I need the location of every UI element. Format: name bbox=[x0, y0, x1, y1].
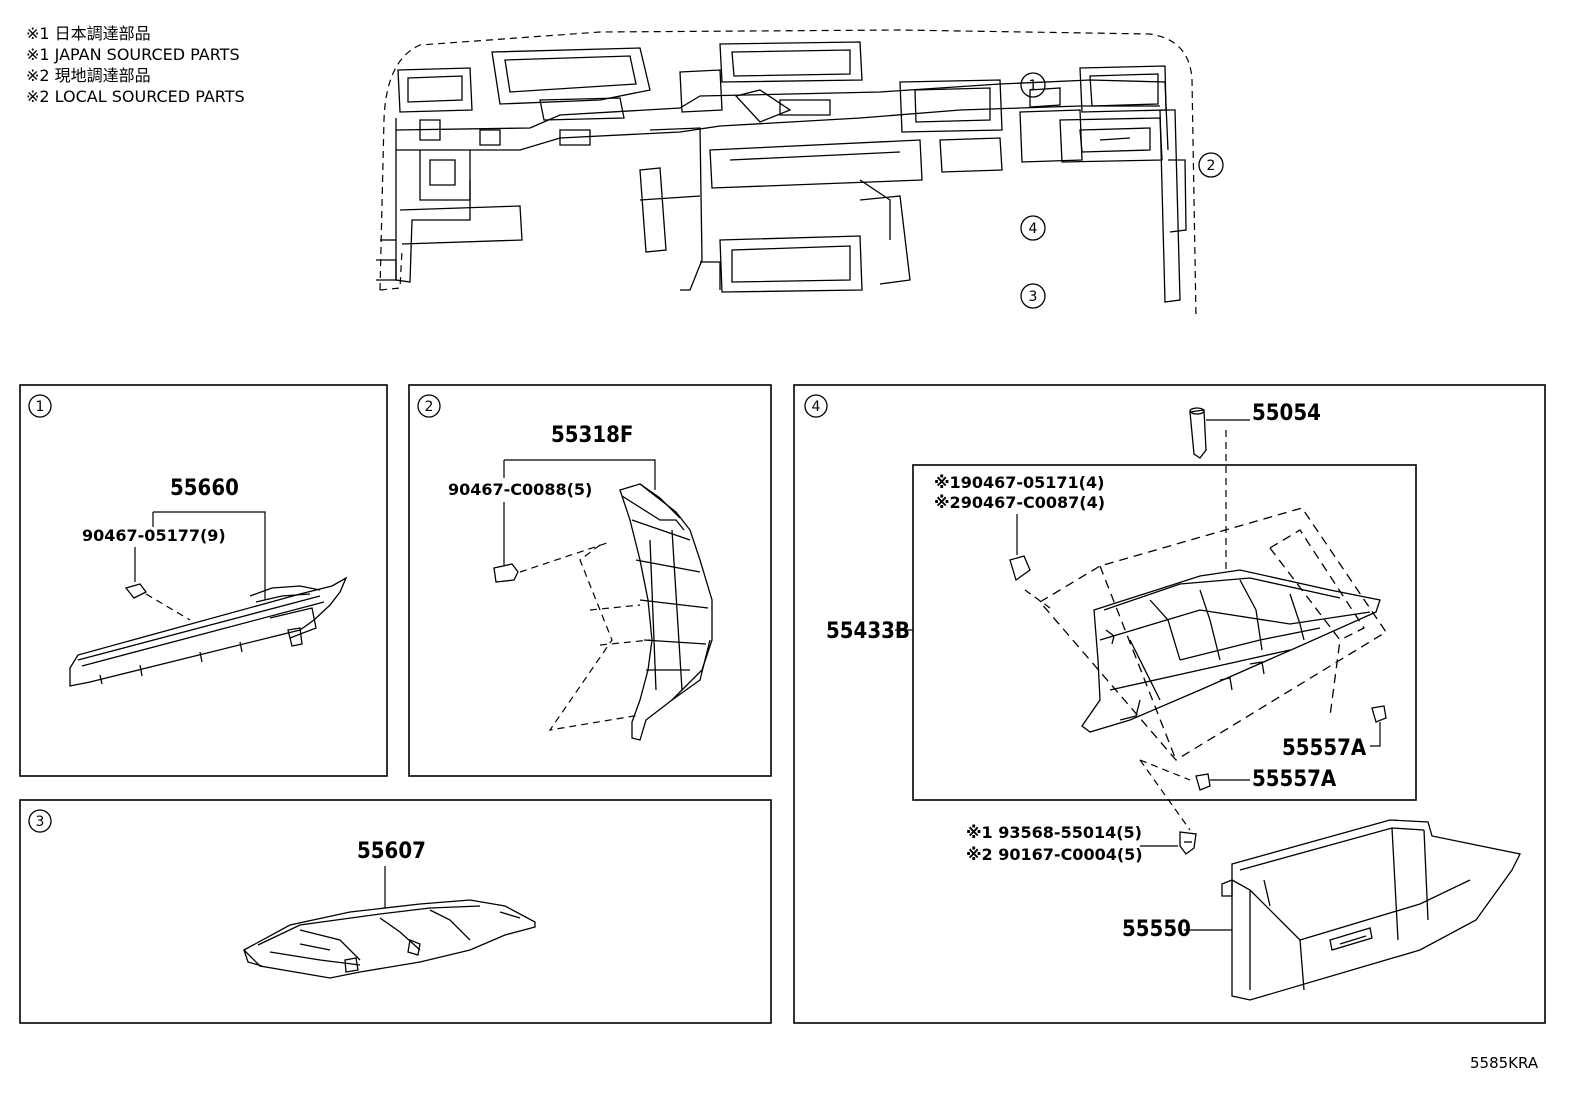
callout-2[interactable]: 2 bbox=[1198, 152, 1224, 178]
clip-90467-C0087-label[interactable]: ※290467-C0087(4) bbox=[934, 493, 1105, 512]
part-55550-label[interactable]: 55550 bbox=[1122, 917, 1191, 942]
instrument-panel-overview bbox=[376, 29, 1197, 319]
note-line-2: ※1 JAPAN SOURCED PARTS bbox=[26, 45, 240, 64]
panel-1-index bbox=[28, 394, 52, 418]
clip-90467-05177-label[interactable]: 90467-05177(9) bbox=[82, 526, 226, 545]
diagram-code: 5585KRA bbox=[1470, 1054, 1539, 1072]
sourcing-notes: ※1 日本調達部品 ※1 JAPAN SOURCED PARTS ※2 現地調達… bbox=[26, 24, 245, 106]
callout-1[interactable]: 1 bbox=[1020, 72, 1046, 98]
clip-90467-C0088-label[interactable]: 90467-C0088(5) bbox=[448, 480, 592, 499]
panel-2-index bbox=[417, 394, 441, 418]
svg-text:1: 1 bbox=[36, 399, 45, 415]
clip-90467-05171-label[interactable]: ※190467-05171(4) bbox=[934, 473, 1104, 492]
panel-3-index bbox=[28, 809, 52, 833]
svg-text:3: 3 bbox=[1029, 289, 1038, 305]
clip-icon-2 bbox=[493, 563, 519, 583]
panel-4-index bbox=[804, 394, 828, 418]
panel-4: 4 55054 ※190467-05171(4) ※290467-C0087(4… bbox=[793, 384, 1546, 1024]
panel-2: 2 55318F 90467-C0088(5) bbox=[408, 384, 772, 777]
svg-text:2: 2 bbox=[1207, 158, 1216, 174]
side-cover-55318F-drawing bbox=[619, 483, 713, 741]
note-line-1: ※1 日本調達部品 bbox=[26, 24, 151, 43]
svg-text:4: 4 bbox=[812, 399, 821, 415]
panel-3: 3 55607 bbox=[19, 799, 772, 1024]
callout-3[interactable]: 3 bbox=[1020, 283, 1046, 309]
svg-text:2: 2 bbox=[425, 399, 434, 415]
clip-icon-3 bbox=[1009, 555, 1031, 582]
stopper-icon-1 bbox=[1371, 705, 1387, 723]
svg-text:3: 3 bbox=[36, 814, 45, 830]
part-55660-label[interactable]: 55660 bbox=[170, 476, 239, 501]
screw-icon bbox=[1179, 831, 1197, 855]
part-55433B-label[interactable]: 55433B bbox=[826, 619, 910, 644]
note-line-3: ※2 現地調達部品 bbox=[26, 66, 151, 85]
garnish-55660-drawing bbox=[69, 576, 348, 687]
part-55607-label[interactable]: 55607 bbox=[357, 839, 426, 864]
svg-text:4: 4 bbox=[1029, 221, 1038, 237]
glove-box-door-55550-drawing bbox=[1221, 819, 1521, 1001]
panel-1: 1 55660 90467-05177(9) bbox=[19, 384, 388, 777]
part-55318F-label[interactable]: 55318F bbox=[551, 423, 633, 448]
glove-box-assembly-frame bbox=[912, 464, 1417, 801]
svg-text:1: 1 bbox=[1029, 78, 1038, 94]
callout-4[interactable]: 4 bbox=[1020, 215, 1046, 241]
part-55054-label[interactable]: 55054 bbox=[1252, 401, 1321, 426]
damper-pin-55054 bbox=[1189, 407, 1207, 459]
overview-callouts: 1 2 4 3 bbox=[1020, 72, 1224, 309]
glove-box-housing-drawing bbox=[1081, 569, 1381, 733]
clip-icon bbox=[124, 583, 147, 599]
screw-93568-55014-label[interactable]: ※1 93568-55014(5) bbox=[966, 823, 1142, 842]
stopper-icon-2 bbox=[1195, 773, 1211, 791]
note-line-4: ※2 LOCAL SOURCED PARTS bbox=[26, 87, 245, 106]
part-55557A-label-2[interactable]: 55557A bbox=[1252, 767, 1337, 792]
screw-90167-C0004-label[interactable]: ※2 90167-C0004(5) bbox=[966, 845, 1143, 864]
part-55557A-label-1[interactable]: 55557A bbox=[1282, 736, 1367, 761]
under-cover-55607-drawing bbox=[242, 899, 536, 979]
